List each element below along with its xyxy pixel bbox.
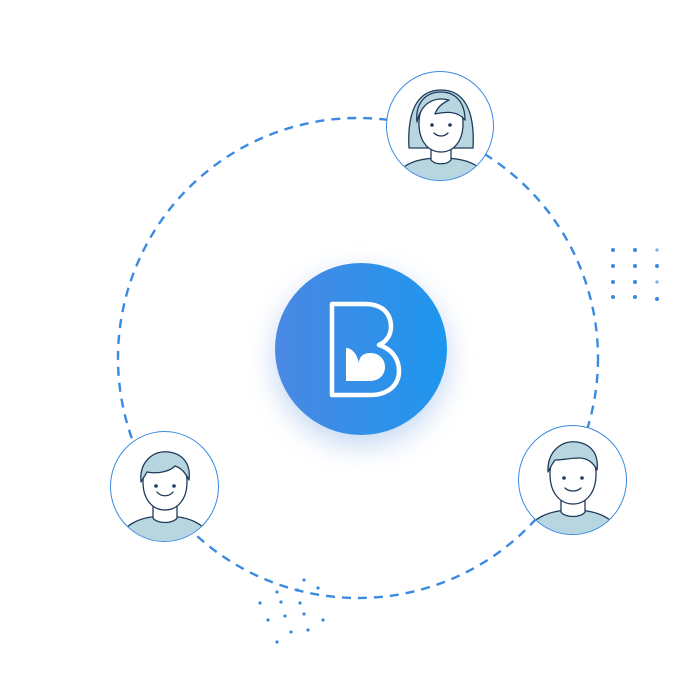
young-man-avatar-icon (117, 451, 213, 541)
avatar-top (386, 71, 494, 181)
avatar-right (518, 425, 627, 535)
center-logo (275, 263, 447, 435)
dot-grid-right (611, 248, 659, 301)
woman-avatar-icon (395, 89, 487, 180)
man-avatar-icon (525, 441, 621, 534)
avatar-left (110, 431, 219, 542)
dot-grid-bottom (258, 578, 325, 644)
dashed-orbit (116, 116, 600, 600)
b-logo-icon (329, 301, 402, 398)
